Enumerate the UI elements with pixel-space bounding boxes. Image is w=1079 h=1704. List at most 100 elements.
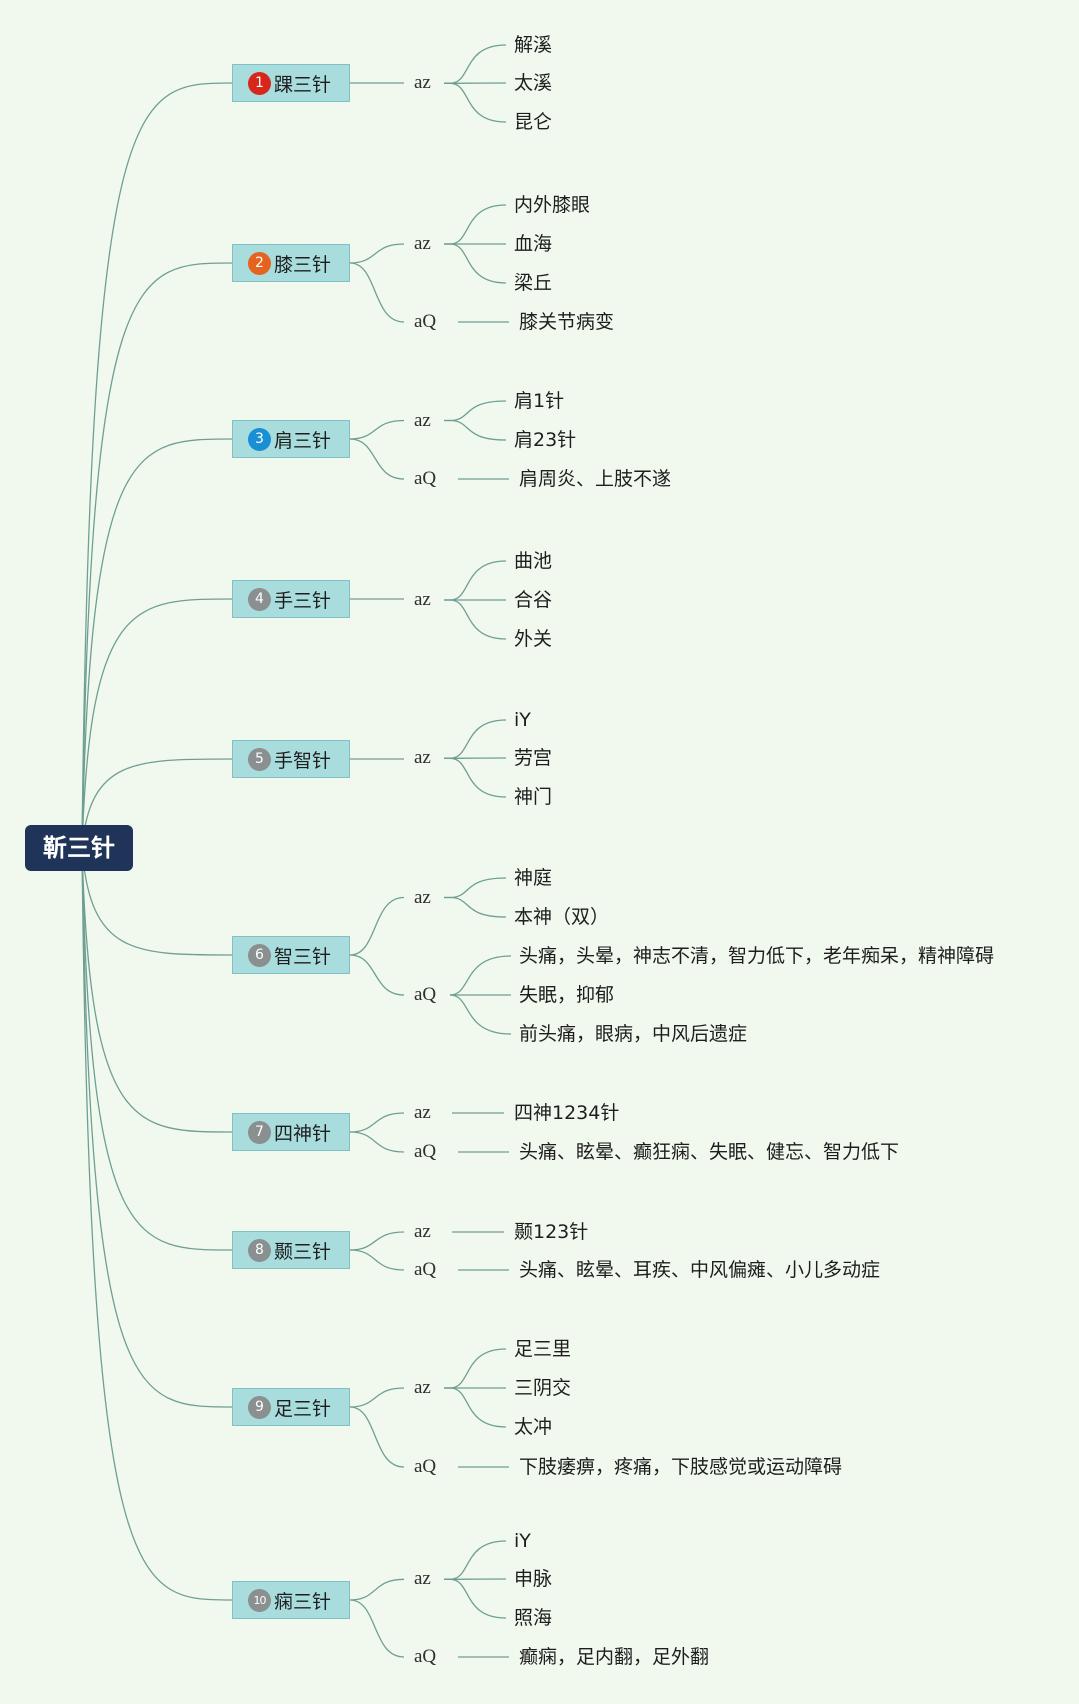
leaf-item[interactable]: 太溪: [514, 68, 552, 98]
connector: [82, 848, 232, 1250]
leaf-item[interactable]: 昆仑: [514, 107, 552, 137]
tag-az: az: [414, 68, 460, 98]
branch-label: 踝三针: [274, 70, 331, 97]
leaf-item[interactable]: 肩23针: [514, 425, 576, 455]
number-badge: 6: [248, 944, 271, 967]
connector: [350, 1388, 404, 1407]
connector: [350, 1113, 404, 1132]
tag-az: az: [414, 1098, 460, 1128]
leaf-item[interactable]: 劳宫: [514, 743, 552, 773]
branch-label: 膝三针: [274, 250, 331, 277]
connector: [350, 263, 404, 322]
leaf-item[interactable]: 梁丘: [514, 268, 552, 298]
leaf-item[interactable]: 膝关节病变: [519, 307, 614, 337]
number-badge: 3: [248, 428, 271, 451]
connector: [350, 1132, 404, 1152]
branch-label: 手三针: [274, 586, 331, 613]
connector: [82, 439, 232, 848]
connector: [350, 1407, 404, 1467]
tag-aq: aQ: [414, 1255, 460, 1285]
branch-label: 颞三针: [274, 1237, 331, 1264]
branch-label: 四神针: [274, 1119, 331, 1146]
leaf-item[interactable]: 合谷: [514, 585, 552, 615]
tag-az: az: [414, 1217, 460, 1247]
connector: [82, 848, 232, 1132]
leaf-item[interactable]: 头痛，头晕，神志不清，智力低下，老年痴呆，精神障碍: [519, 941, 994, 971]
leaf-item[interactable]: 本神（双）: [514, 902, 609, 932]
connector: [350, 244, 404, 263]
leaf-item[interactable]: 失眠，抑郁: [519, 980, 614, 1010]
leaf-item[interactable]: 解溪: [514, 30, 552, 60]
connector: [82, 263, 232, 848]
leaf-item[interactable]: 申脉: [514, 1564, 552, 1594]
leaf-item[interactable]: 内外膝眼: [514, 190, 590, 220]
number-badge: 4: [248, 588, 271, 611]
branch-label: 智三针: [274, 942, 331, 969]
leaf-item[interactable]: 曲池: [514, 546, 552, 576]
leaf-item[interactable]: 颞123针: [514, 1217, 588, 1247]
branch-label: 手智针: [274, 746, 331, 773]
tag-aq: aQ: [414, 1452, 460, 1482]
leaf-item[interactable]: 肩1针: [514, 386, 564, 416]
connector: [82, 83, 232, 848]
tag-az: az: [414, 229, 460, 259]
leaf-item[interactable]: iY: [514, 1526, 531, 1556]
leaf-item[interactable]: 四神1234针: [514, 1098, 619, 1128]
tag-az: az: [414, 743, 460, 773]
branch-label: 痫三针: [274, 1587, 331, 1614]
leaf-item[interactable]: 照海: [514, 1603, 552, 1633]
tag-az: az: [414, 406, 460, 436]
tag-az: az: [414, 585, 460, 615]
leaf-item[interactable]: 外关: [514, 624, 552, 654]
leaf-item[interactable]: 前头痛，眼病，中风后遗症: [519, 1019, 747, 1049]
tag-aq: aQ: [414, 307, 460, 337]
leaf-item[interactable]: 三阴交: [514, 1373, 571, 1403]
tag-az: az: [414, 1373, 460, 1403]
number-badge: 7: [248, 1121, 271, 1144]
leaf-item[interactable]: 头痛、眩晕、癫狂痫、失眠、健忘、智力低下: [519, 1137, 899, 1167]
tag-aq: aQ: [414, 1642, 460, 1672]
leaf-item[interactable]: 神门: [514, 782, 552, 812]
connector: [350, 955, 404, 995]
connector: [350, 1600, 404, 1657]
branch-label: 足三针: [274, 1394, 331, 1421]
connector: [350, 439, 404, 479]
leaf-item[interactable]: 癫痫，足内翻，足外翻: [519, 1642, 709, 1672]
tag-aq: aQ: [414, 464, 460, 494]
leaf-item[interactable]: iY: [514, 705, 531, 735]
number-badge: 9: [248, 1396, 271, 1419]
leaf-item[interactable]: 太冲: [514, 1412, 552, 1442]
tag-aq: aQ: [414, 980, 460, 1010]
root-node[interactable]: 靳三针: [25, 825, 133, 871]
number-badge: 10: [248, 1589, 271, 1612]
connector: [82, 848, 232, 1600]
tag-az: az: [414, 883, 460, 913]
connector: [82, 599, 232, 848]
connector: [350, 898, 404, 956]
number-badge: 8: [248, 1239, 271, 1262]
connector: [350, 1579, 404, 1600]
leaf-item[interactable]: 足三里: [514, 1334, 571, 1364]
number-badge: 1: [248, 72, 271, 95]
connector: [350, 1250, 404, 1270]
tag-az: az: [414, 1564, 460, 1594]
connector: [350, 421, 404, 440]
tag-aq: aQ: [414, 1137, 460, 1167]
connector: [350, 1232, 404, 1250]
leaf-item[interactable]: 肩周炎、上肢不遂: [519, 464, 671, 494]
leaf-item[interactable]: 神庭: [514, 863, 552, 893]
leaf-item[interactable]: 下肢痿痹，疼痛，下肢感觉或运动障碍: [519, 1452, 842, 1482]
leaf-item[interactable]: 血海: [514, 229, 552, 259]
leaf-item[interactable]: 头痛、眩晕、耳疾、中风偏瘫、小儿多动症: [519, 1255, 880, 1285]
